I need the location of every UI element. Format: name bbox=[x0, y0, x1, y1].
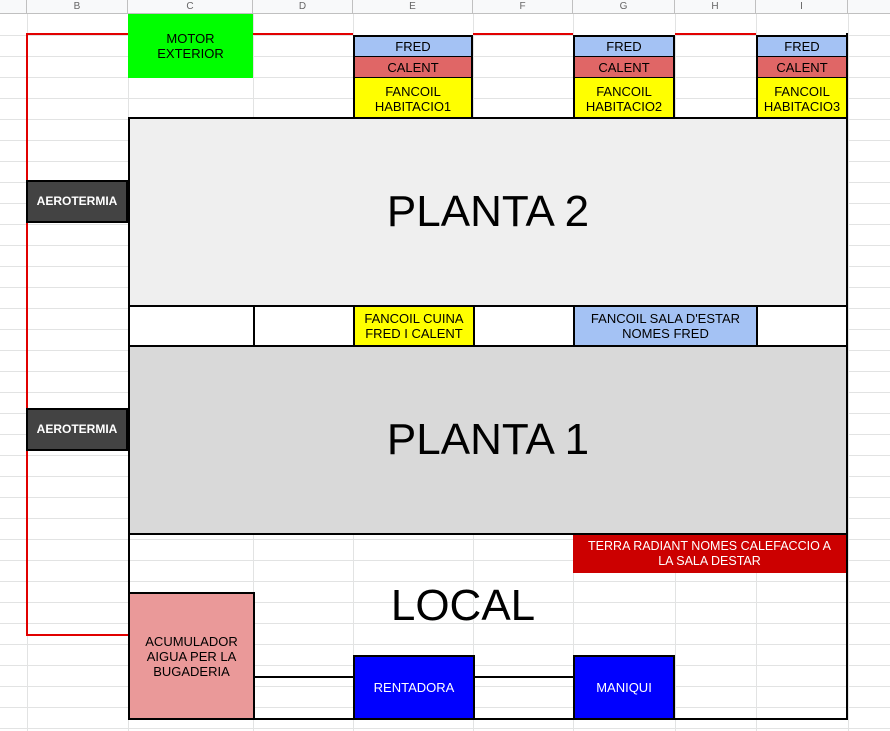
empty-cell[interactable] bbox=[756, 305, 848, 347]
column-header-c[interactable]: C bbox=[128, 0, 253, 14]
empty-cell[interactable] bbox=[253, 305, 355, 347]
gridline-horizontal bbox=[0, 539, 890, 540]
pipe-line bbox=[26, 634, 128, 636]
calent-unit-1[interactable]: CALENT bbox=[353, 56, 473, 78]
planta-1[interactable]: PLANTA 1 bbox=[128, 345, 848, 535]
column-header-i[interactable]: I bbox=[756, 0, 848, 14]
gridline-horizontal bbox=[0, 581, 890, 582]
motor-exterior[interactable]: MOTOR EXTERIOR bbox=[128, 14, 253, 78]
wall-line bbox=[473, 676, 573, 678]
column-header-h[interactable]: H bbox=[675, 0, 756, 14]
fancoil-habitacio2[interactable]: FANCOIL HABITACIO2 bbox=[573, 77, 675, 119]
planta-2[interactable]: PLANTA 2 bbox=[128, 117, 848, 307]
calent-unit-3[interactable]: CALENT bbox=[756, 56, 848, 78]
column-header-b[interactable]: B bbox=[27, 0, 128, 14]
pipe-line bbox=[675, 33, 756, 35]
gridline-horizontal bbox=[0, 728, 890, 729]
column-header-g[interactable]: G bbox=[573, 0, 675, 14]
empty-cell[interactable] bbox=[473, 305, 575, 347]
column-header-f[interactable]: F bbox=[473, 0, 573, 14]
wall-line bbox=[846, 533, 848, 720]
fancoil-habitacio1[interactable]: FANCOIL HABITACIO1 bbox=[353, 77, 473, 119]
aerotermia-planta2[interactable]: AEROTERMIA bbox=[26, 180, 128, 223]
pipe-line bbox=[473, 33, 573, 35]
column-header-j[interactable] bbox=[848, 0, 890, 14]
fancoil-habitacio3[interactable]: FANCOIL HABITACIO3 bbox=[756, 77, 848, 119]
pipe-line bbox=[253, 33, 353, 35]
column-header-d[interactable]: D bbox=[253, 0, 353, 14]
column-header-e[interactable]: E bbox=[353, 0, 473, 14]
pipe-line bbox=[26, 33, 128, 35]
gridline-horizontal bbox=[0, 623, 890, 624]
fred-unit-2[interactable]: FRED bbox=[573, 35, 675, 57]
corner-header[interactable] bbox=[0, 0, 27, 14]
aerotermia-planta1[interactable]: AEROTERMIA bbox=[26, 408, 128, 451]
fancoil-sala-estar[interactable]: FANCOIL SALA D'ESTAR NOMES FRED bbox=[573, 305, 758, 347]
rentadora[interactable]: RENTADORA bbox=[353, 655, 475, 720]
maniqui[interactable]: MANIQUI bbox=[573, 655, 675, 720]
wall-line bbox=[253, 676, 353, 678]
fancoil-cuina[interactable]: FANCOIL CUINA FRED I CALENT bbox=[353, 305, 475, 347]
pipe-line bbox=[26, 33, 28, 636]
fred-unit-3[interactable]: FRED bbox=[756, 35, 848, 57]
calent-unit-2[interactable]: CALENT bbox=[573, 56, 675, 78]
acumulador-aigua[interactable]: ACUMULADOR AIGUA PER LA BUGADERIA bbox=[128, 592, 255, 720]
gridline-horizontal bbox=[0, 560, 890, 561]
local-label: LOCAL bbox=[390, 581, 536, 630]
wall-line bbox=[128, 718, 848, 720]
gridline-horizontal bbox=[0, 644, 890, 645]
fred-unit-1[interactable]: FRED bbox=[353, 35, 473, 57]
terra-radiant[interactable]: TERRA RADIANT NOMES CALEFACCIO A LA SALA… bbox=[573, 535, 846, 573]
gridline-horizontal bbox=[0, 602, 890, 603]
empty-cell[interactable] bbox=[128, 305, 255, 347]
gridline-vertical bbox=[848, 14, 849, 731]
